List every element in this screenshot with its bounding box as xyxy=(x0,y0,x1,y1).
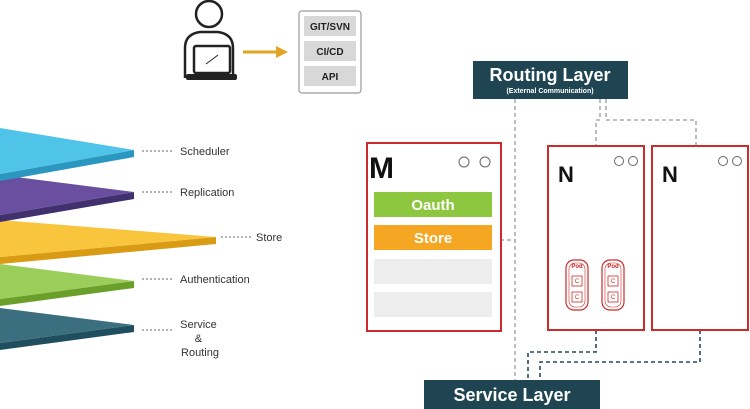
container-label: C xyxy=(611,295,616,301)
container-label: C xyxy=(611,279,616,285)
layer-label-line: & xyxy=(195,333,203,345)
routing-layer-banner: Routing Layer (External Communication) xyxy=(473,61,628,99)
service-layer-title: Service Layer xyxy=(453,385,570,405)
layer-label-line: Routing xyxy=(181,347,219,359)
repo-menu-label: GIT/SVN xyxy=(310,22,350,33)
status-dot-icon xyxy=(479,156,491,168)
container-icon xyxy=(571,275,583,287)
layer-replication xyxy=(0,175,134,222)
master-service-empty xyxy=(374,259,492,284)
container-icon xyxy=(607,291,619,303)
arrow-right-icon xyxy=(243,46,288,58)
layer-label-store: Store xyxy=(256,232,282,244)
layer-store xyxy=(0,220,216,264)
routing-connectors xyxy=(500,99,697,380)
master-service-store: Store xyxy=(374,225,492,250)
pod: Pod C C xyxy=(601,259,625,311)
layer-label-replication: Replication xyxy=(180,187,234,199)
service-connectors xyxy=(527,330,701,380)
pod: Pod C C xyxy=(565,259,589,311)
user-laptop-icon xyxy=(183,0,237,80)
layer-service-routing xyxy=(0,308,134,350)
container-label: C xyxy=(575,279,580,285)
container-icon xyxy=(607,275,619,287)
repo-menu-label: API xyxy=(322,72,339,83)
master-node-letter: M xyxy=(369,152,394,185)
layer-labels: Scheduler Replication Store Authenticati… xyxy=(142,146,282,359)
service-layer-banner: Service Layer xyxy=(424,380,600,409)
layer-scheduler xyxy=(0,128,134,181)
worker-node-letter: N xyxy=(558,162,574,187)
status-dot-icon xyxy=(718,156,728,166)
status-dot-icon xyxy=(614,156,624,166)
master-node: M Oauth Store xyxy=(366,142,502,332)
status-dot-icon xyxy=(732,156,742,166)
worker-node: N Pod C C Pod C C xyxy=(547,145,645,331)
pod-label: Pod xyxy=(571,264,583,270)
pod-label: Pod xyxy=(607,264,619,270)
layer-authentication xyxy=(0,264,134,306)
worker-node: N xyxy=(651,145,749,331)
worker-node-letter: N xyxy=(662,162,678,187)
master-service-label: Oauth xyxy=(411,197,454,214)
master-service-empty xyxy=(374,292,492,317)
repo-menu-label: CI/CD xyxy=(316,47,343,58)
status-dot-icon xyxy=(458,156,470,168)
repo-menu-item: CI/CD xyxy=(304,41,356,61)
layer-stack xyxy=(0,128,216,350)
repo-menu: GIT/SVN CI/CD API xyxy=(298,10,362,94)
repo-menu-item: API xyxy=(304,66,356,86)
layer-label-service-routing: Service & Routing xyxy=(180,319,220,359)
routing-layer-title: Routing Layer xyxy=(489,65,610,85)
routing-layer-subtitle: (External Communication) xyxy=(506,88,593,95)
container-icon xyxy=(571,291,583,303)
layer-label-scheduler: Scheduler xyxy=(180,146,230,158)
status-dot-icon xyxy=(628,156,638,166)
repo-menu-item: GIT/SVN xyxy=(304,16,356,36)
layer-label-authentication: Authentication xyxy=(180,274,250,286)
master-service-label: Store xyxy=(414,230,452,247)
master-service-oauth: Oauth xyxy=(374,192,492,217)
container-label: C xyxy=(575,295,580,301)
layer-label-line: Service xyxy=(180,319,217,331)
